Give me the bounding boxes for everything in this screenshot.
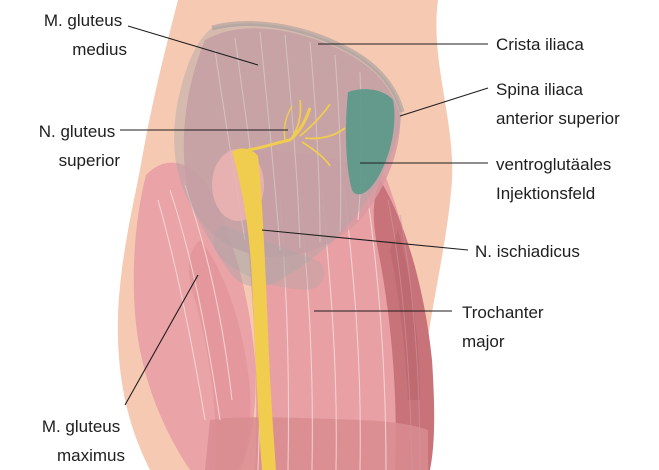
label-trochanter: Trochanter major	[462, 303, 548, 351]
label-crista-iliaca: Crista iliaca	[496, 35, 584, 54]
label-ischiadicus: N. ischiadicus	[475, 242, 580, 261]
label-gluteus-maximus: M. gluteus maximus	[42, 417, 125, 465]
label-injektionsfeld: ventroglutäales Injektionsfeld	[496, 155, 616, 203]
label-spina-iliaca: Spina iliaca anterior superior	[496, 80, 620, 128]
label-gluteus-medius: M. gluteus medius	[44, 11, 127, 59]
label-gluteus-superior: N. gluteus superior	[39, 122, 121, 170]
lower-thigh-muscle	[205, 417, 428, 470]
